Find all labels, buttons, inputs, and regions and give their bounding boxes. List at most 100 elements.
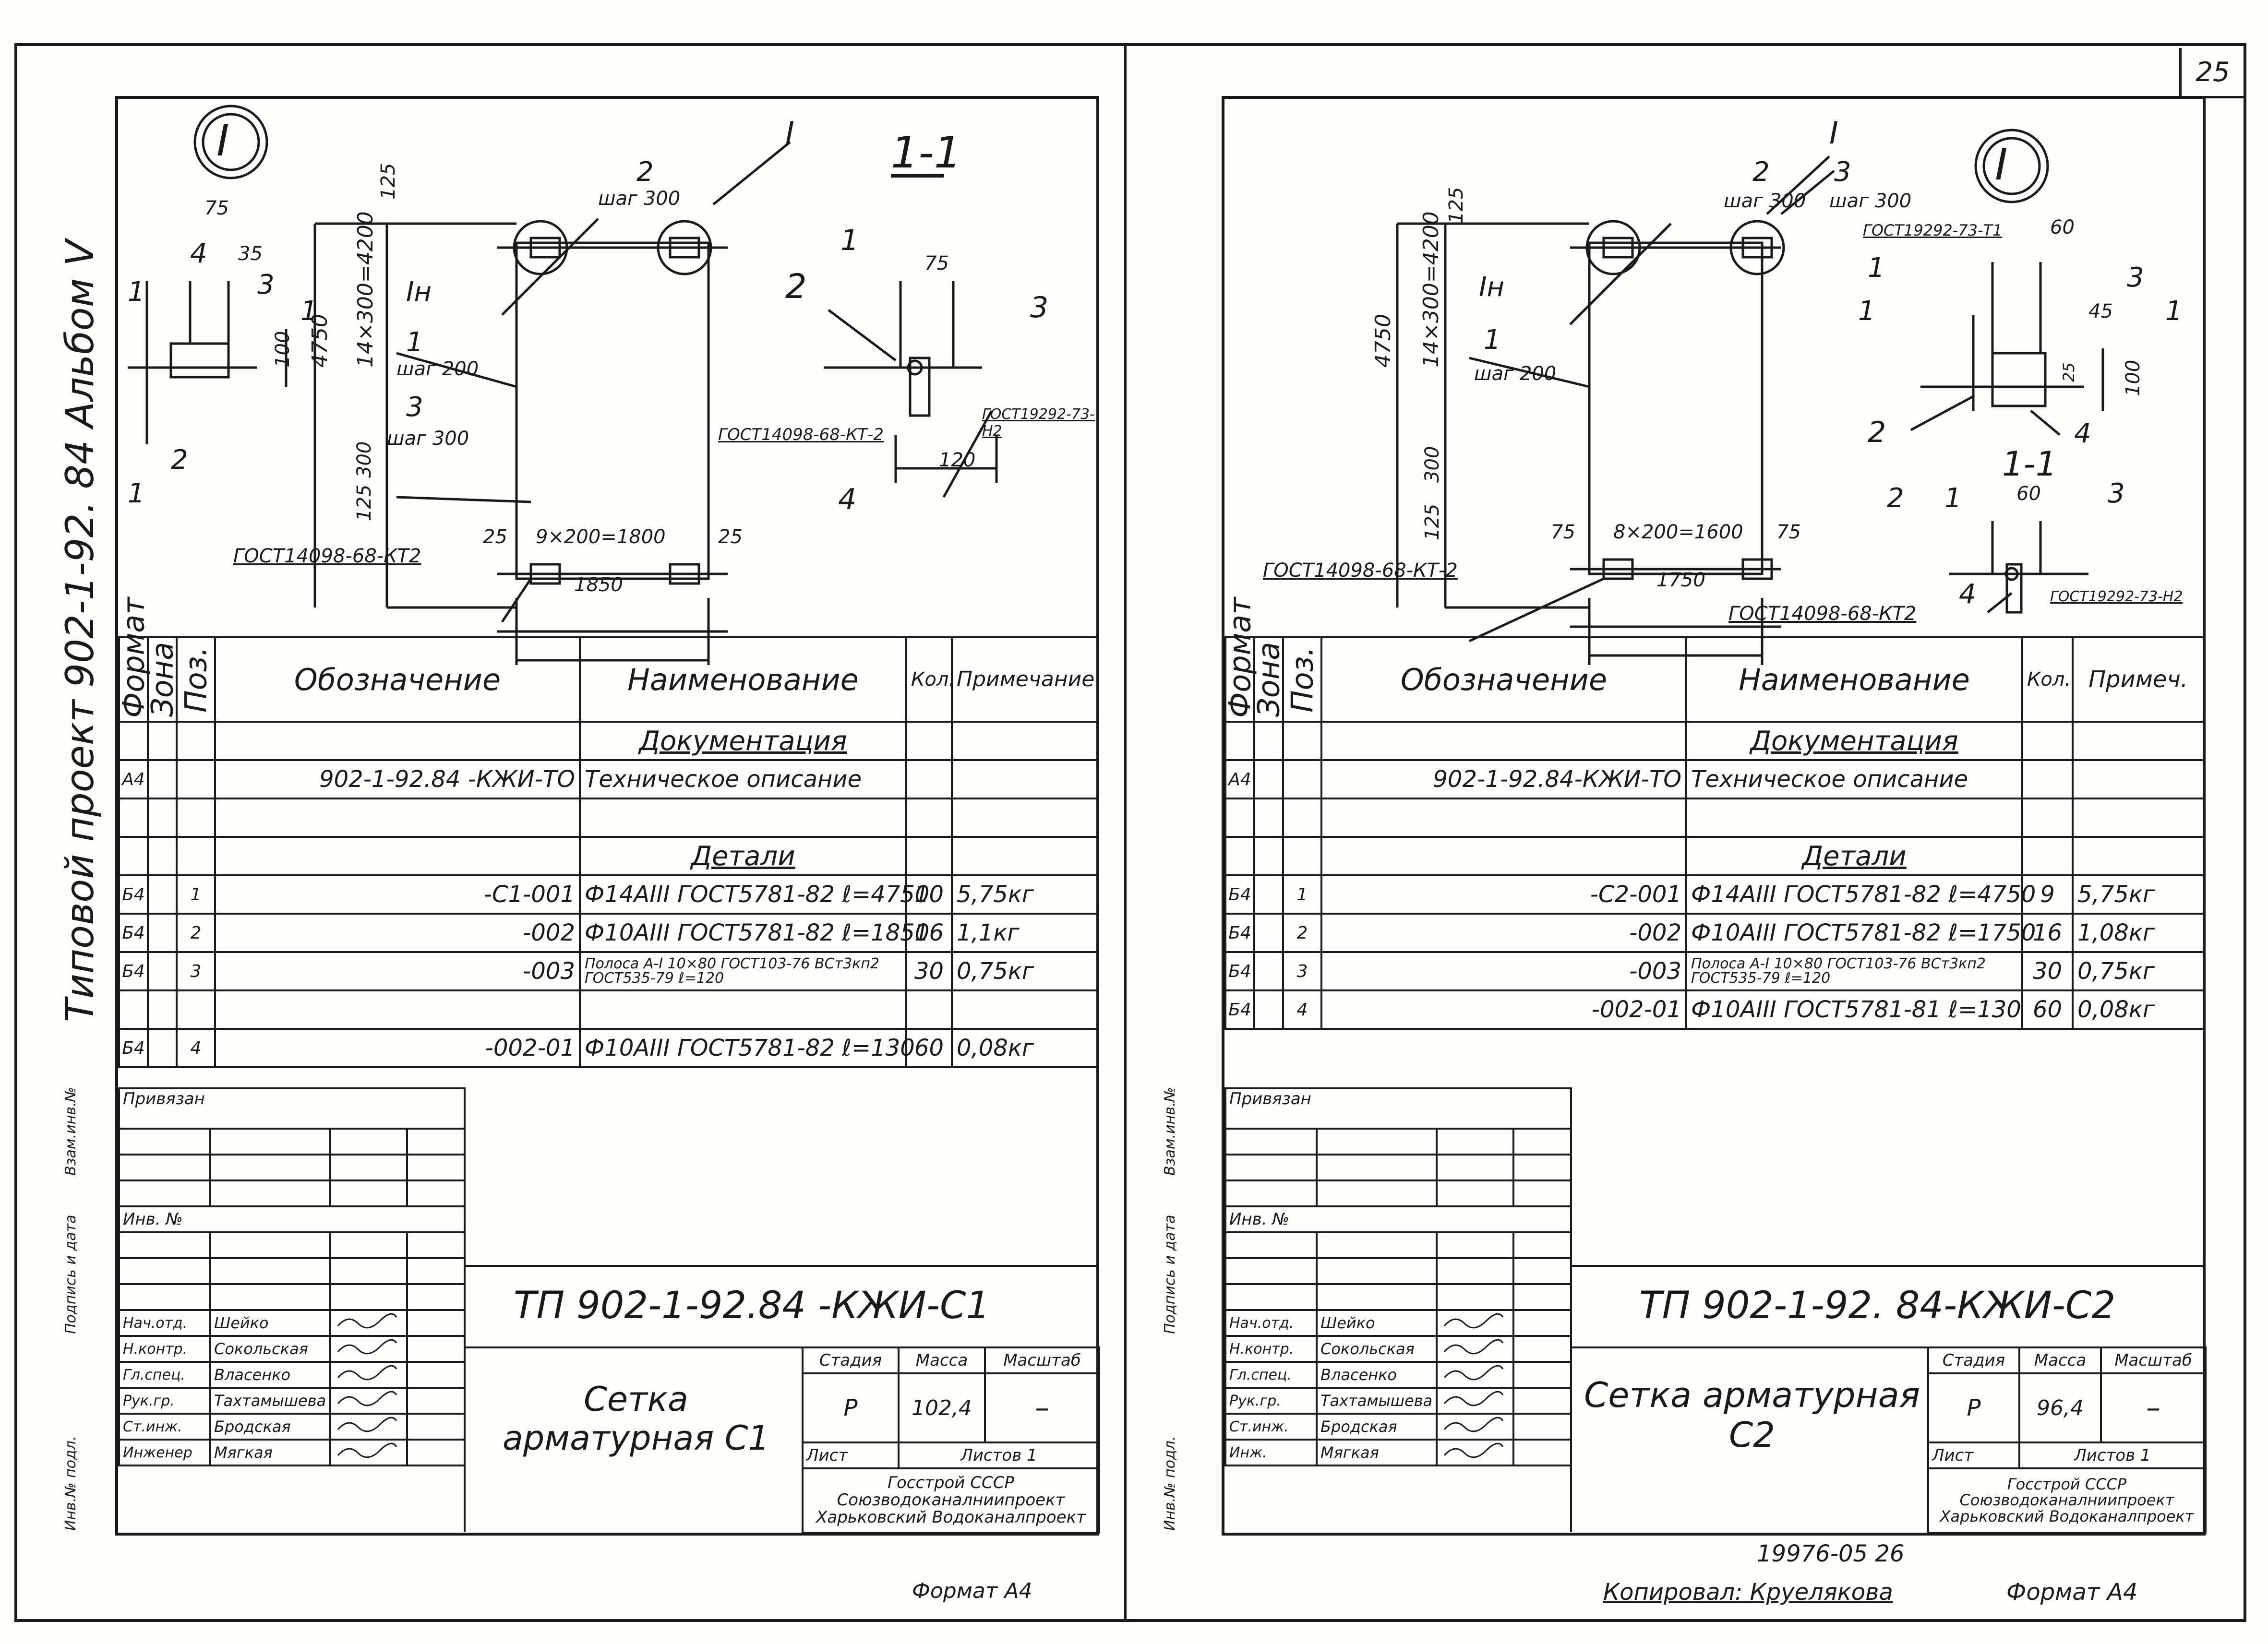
spec-cell-qty <box>905 759 953 799</box>
left-step200: шаг 200 <box>396 358 479 380</box>
spec-cell-zone <box>1253 759 1284 799</box>
left-det-1: 1 <box>300 296 318 327</box>
right-hdr-format: Формат <box>1223 597 1258 722</box>
left-hdr-format: Формат <box>116 597 151 722</box>
date-cell <box>1512 1361 1572 1389</box>
right-side-label-2: Подпись и дата <box>1162 1215 1178 1334</box>
spec-cell-zone <box>147 913 178 953</box>
date-cell <box>1512 1309 1572 1337</box>
signatory-row: Рук.гр.Тахтамышева <box>1224 1387 1572 1415</box>
spec-cell-format: А4 <box>1224 759 1255 799</box>
right-det-pos1: 1 <box>1868 252 1885 284</box>
left-det-pos3: 3 <box>257 269 275 300</box>
spec-cell-qty: 16 <box>2021 913 2074 953</box>
spec-cell-pos <box>1282 836 1322 876</box>
date-cell <box>406 1361 466 1389</box>
right-dim-60b: 60 <box>2016 483 2041 505</box>
spec-cell-zone <box>1253 913 1284 953</box>
spec-cell-format: Б4 <box>1224 989 1255 1030</box>
signature-cell <box>329 1335 408 1363</box>
signature-scribble-icon <box>1443 1417 1504 1432</box>
left-sheet: I 1-1 75 35 4 3 2 1 1 1 4750 125 14×300=… <box>115 96 1100 1536</box>
right-side-label-1: Взам.инв.№ <box>1162 1087 1178 1176</box>
left-org: Госстрой СССР Союзводоканалниипроект Хар… <box>802 1467 1100 1534</box>
signatory-role: Нач.отд. <box>1224 1309 1318 1337</box>
right-sec-pos2: 2 <box>1887 483 1904 514</box>
spec-cell-pos: 4 <box>176 1028 216 1068</box>
spec-cell-zone <box>1253 951 1284 991</box>
left-dim-75s: 75 <box>924 252 949 274</box>
spec-cell-name: Документация <box>579 721 907 761</box>
signatory-role: Ст.инж. <box>1224 1413 1318 1441</box>
right-attached-label: Привязан <box>1224 1087 1572 1130</box>
right-copied-by: Копировал: Круелякова <box>1603 1579 1893 1606</box>
left-det-pos4: 4 <box>190 238 207 269</box>
signatory-row: Н.контр.Сокольская <box>1224 1335 1572 1363</box>
spec-cell-zone <box>1253 874 1284 915</box>
right-dim-300: 300 <box>1421 446 1443 483</box>
right-pos1: 1 <box>1484 324 1501 356</box>
signatory-row: Н.контр.Сокольская <box>118 1335 466 1363</box>
spec-cell-designation: -003 <box>1320 951 1687 991</box>
signature-scribble-icon <box>337 1339 397 1354</box>
left-gost-kt2: ГОСТ14098-68-КТ2 <box>233 545 421 567</box>
right-sec-pos3: 3 <box>2108 478 2125 509</box>
spec-cell-note: 0,75кг <box>951 951 1098 991</box>
right-scale-h: Масштаб <box>2100 1346 2207 1374</box>
signatory-name: Шейко <box>209 1309 331 1337</box>
left-detail-I-mark-outer <box>193 105 268 179</box>
signatory-name: Бродская <box>1316 1413 1438 1441</box>
right-det-pos3: 3 <box>2127 262 2144 293</box>
spec-cell-note <box>951 798 1098 838</box>
signature-cell <box>1436 1335 1514 1363</box>
spec-cell-designation: -002 <box>1320 913 1687 953</box>
right-spec-table: Формат Зона Поз. Обозначение Наименовани… <box>1223 597 2205 1030</box>
spec-cell-designation <box>214 989 581 1030</box>
date-cell <box>406 1413 466 1441</box>
right-det-1a: 1 <box>1858 296 1875 327</box>
right-side-label-3: Инв.№ подл. <box>1162 1436 1178 1531</box>
date-cell <box>1512 1413 1572 1441</box>
right-dim-125: 125 <box>1445 187 1467 224</box>
spec-cell-note <box>951 989 1098 1030</box>
signatory-row: Нач.отд.Шейко <box>1224 1309 1572 1337</box>
signatory-name: Мягкая <box>209 1439 331 1466</box>
right-sec-pos1: 1 <box>1944 483 1962 514</box>
spec-cell-zone <box>1253 989 1284 1030</box>
signature-cell <box>329 1439 408 1466</box>
spec-cell-pos <box>1282 759 1322 799</box>
spec-cell-note: 1,1кг <box>951 913 1098 953</box>
left-hdr-note: Примечание <box>951 636 1098 723</box>
left-hdr-name: Наименование <box>579 636 907 723</box>
left-section-1-1: 1-1 <box>891 128 961 178</box>
spec-cell-note: 5,75кг <box>951 874 1098 915</box>
left-dim-25b: 25 <box>718 526 743 548</box>
left-detail-circle-b <box>657 220 712 275</box>
spec-cell-designation: -002-01 <box>1320 989 1687 1030</box>
spec-cell-format <box>1224 798 1255 838</box>
left-drawing <box>128 105 998 665</box>
spec-row: Документация <box>1224 721 2205 761</box>
right-stamp: 19976-05 26 <box>1757 1540 1905 1567</box>
signatory-name: Шейко <box>1316 1309 1438 1337</box>
spec-cell-note: 1,08кг <box>2072 913 2205 953</box>
spec-cell-zone <box>1253 836 1284 876</box>
right-gost19292: ГОСТ19292-73-Т1 <box>1863 221 2003 239</box>
spec-cell-format: Б4 <box>118 874 149 915</box>
left-pos2: 2 <box>636 156 654 188</box>
left-spec-table: Формат Зона Поз. Обозначение Наименовани… <box>116 597 1098 1068</box>
left-pos3: 3 <box>406 392 423 423</box>
right-detail-I-label: I <box>1995 140 2008 190</box>
spec-cell-pos: 1 <box>1282 874 1322 915</box>
spec-cell-qty <box>2021 721 2074 761</box>
left-dim-35: 35 <box>238 243 263 265</box>
spec-row: Детали <box>1224 836 2205 876</box>
center-fold-line <box>1124 43 1127 1622</box>
